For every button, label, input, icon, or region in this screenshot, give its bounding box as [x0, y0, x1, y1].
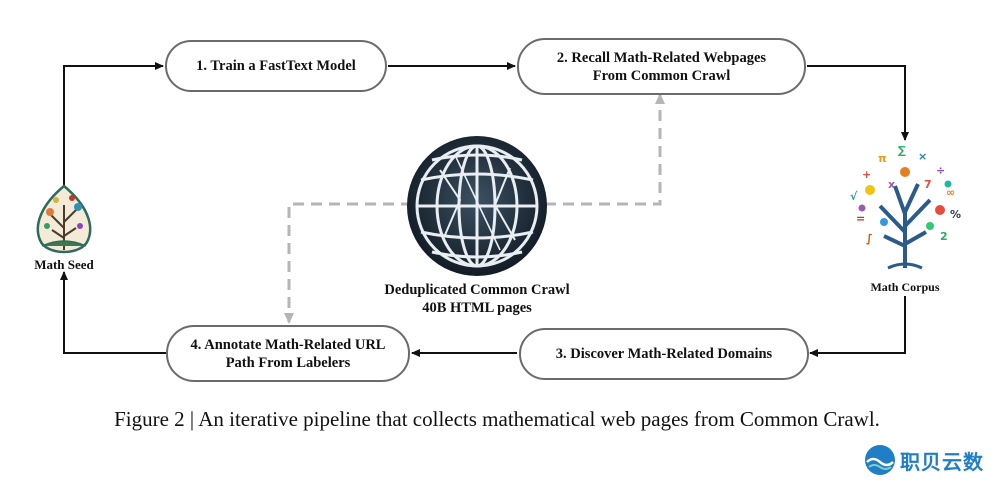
- dashed-arrow-crawl-to-step4: [284, 202, 412, 324]
- watermark-text: 职贝云数: [900, 449, 984, 474]
- svg-text:√: √: [850, 190, 858, 203]
- svg-text:=: =: [856, 212, 865, 225]
- svg-text:π: π: [878, 152, 887, 165]
- step-2-box: 2. Recall Math-Related Webpages From Com…: [517, 38, 806, 95]
- svg-text:∫: ∫: [866, 232, 873, 245]
- arrow-step2-to-corpus: [807, 65, 909, 141]
- globe-icon: [407, 136, 547, 276]
- arrow-seed-to-step1: [63, 62, 164, 190]
- crawl-subtitle: 40B HTML pages: [422, 300, 532, 316]
- math-seed-icon: [36, 184, 92, 254]
- step-3-label: 3. Discover Math-Related Domains: [555, 346, 773, 362]
- step-2-label: 2. Recall Math-Related Webpages From Com…: [556, 49, 767, 84]
- wave-logo-icon: [865, 445, 895, 475]
- step-4-label: 4. Annotate Math-Related URL Path From L…: [190, 336, 386, 371]
- svg-text:2: 2: [940, 230, 948, 243]
- step-1-box: 1. Train a FastText Model: [165, 40, 387, 92]
- figure-caption: Figure 2 | An iterative pipeline that co…: [114, 407, 880, 431]
- math-seed-label: Math Seed: [34, 257, 94, 272]
- watermark-logo: 职贝云数: [864, 444, 984, 476]
- svg-text:x: x: [888, 178, 895, 191]
- dashed-arrow-crawl-to-step2: [545, 93, 665, 206]
- svg-text:%: %: [950, 208, 961, 221]
- step-4-box: 4. Annotate Math-Related URL Path From L…: [166, 325, 410, 382]
- svg-text:∞: ∞: [946, 186, 955, 199]
- step-1-label: 1. Train a FastText Model: [196, 58, 356, 74]
- svg-text:∑: ∑: [898, 144, 906, 157]
- svg-text:+: +: [862, 168, 871, 181]
- pipeline-diagram: + π ∑ × ÷ √ ∞ = % ∫ 2 x 7: [36, 62, 961, 357]
- step-3-box: 3. Discover Math-Related Domains: [519, 328, 809, 380]
- arrow-corpus-to-step3: [809, 296, 906, 357]
- svg-text:7: 7: [924, 178, 932, 191]
- svg-text:×: ×: [918, 150, 927, 163]
- math-corpus-icon: + π ∑ × ÷ √ ∞ = % ∫ 2 x 7: [850, 144, 961, 270]
- svg-text:÷: ÷: [936, 164, 945, 177]
- arrow-step4-to-seed: [60, 271, 166, 354]
- math-corpus-label: Math Corpus: [870, 280, 940, 294]
- crawl-title: Deduplicated Common Crawl: [384, 282, 570, 298]
